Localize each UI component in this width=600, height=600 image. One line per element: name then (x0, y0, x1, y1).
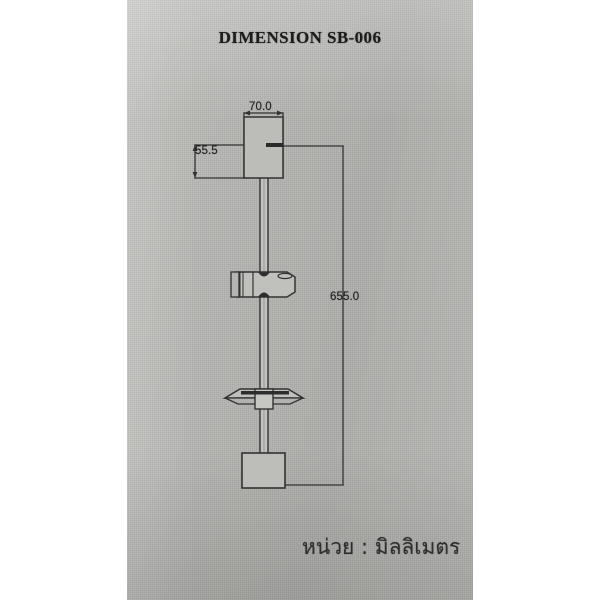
technical-drawing (192, 110, 344, 489)
page-title: DIMENSION SB-006 (218, 28, 382, 47)
scanned-drawing-panel: DIMENSION SB-006 (127, 0, 473, 600)
top-wall-bracket (243, 116, 284, 179)
dimension-label-655: 655.0 (330, 291, 360, 303)
soap-dish (222, 388, 306, 410)
unit-note: หน่วย : มิลลิเมตร (302, 535, 461, 559)
bottom-wall-bracket (241, 452, 286, 489)
dimension-label-55-5: 55.5 (195, 145, 218, 157)
dimension-55-5-group (192, 144, 248, 179)
slide-rail (259, 159, 269, 481)
dimension-label-70: 70.0 (249, 101, 272, 113)
handheld-shower-holder (230, 271, 296, 298)
dimension-655-group (282, 145, 344, 486)
